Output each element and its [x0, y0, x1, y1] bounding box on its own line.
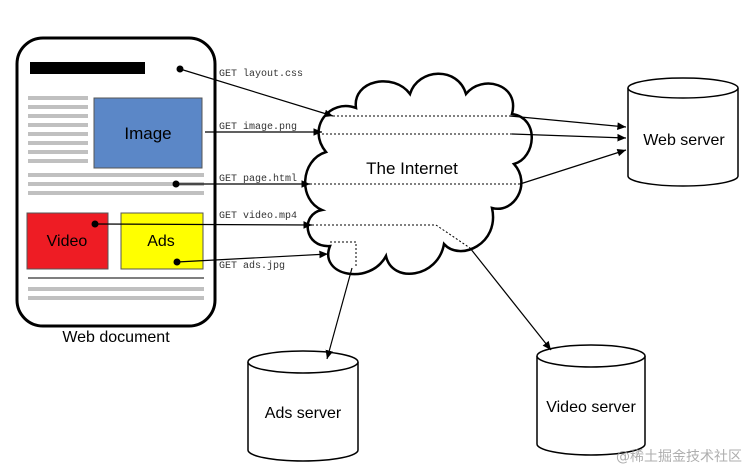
arrow-to-ads	[325, 267, 353, 360]
video-server-top	[536, 344, 646, 368]
route-video	[312, 224, 471, 249]
cloud-label: The Internet	[366, 159, 458, 178]
web-server-body	[627, 88, 739, 187]
arrow-to-web-3	[519, 148, 627, 185]
arrow-video-mp4	[94, 221, 313, 229]
server-arrows	[325, 115, 627, 360]
watermark-text: @稀土掘金技术社区	[616, 449, 742, 465]
request-arrows	[94, 68, 334, 263]
web-server: Web server	[627, 77, 739, 187]
ads-label: Ads	[147, 233, 175, 250]
arrow-to-web-2	[511, 133, 627, 142]
arrow-layout-css	[179, 68, 334, 118]
text-lines	[28, 96, 204, 300]
request-label-image: GET image.png	[219, 121, 297, 133]
internet-cloud: The Internet	[304, 72, 533, 276]
image-block	[93, 97, 203, 169]
document-title-bar	[30, 62, 145, 74]
arrow-to-web-1	[509, 115, 627, 131]
request-label-page: GET page.html	[219, 173, 297, 185]
video-server-label: Video server	[546, 399, 636, 416]
document-caption: Web document	[62, 329, 170, 346]
arrow-to-video	[469, 247, 552, 351]
web-server-label: Web server	[643, 132, 725, 149]
request-label-video: GET video.mp4	[219, 210, 297, 222]
ads-server-top	[247, 350, 359, 374]
web-document: Image Video Ads Web document	[15, 36, 217, 346]
arrow-ads-jpg	[176, 250, 329, 263]
cloud-shape	[304, 72, 533, 276]
ads-server: Ads server	[247, 350, 359, 462]
request-label-layout: GET layout.css	[219, 68, 303, 80]
video-label: Video	[47, 233, 88, 250]
ads-block	[120, 212, 204, 270]
image-label: Image	[124, 124, 171, 143]
video-server-body	[536, 356, 646, 456]
video-server: Video server	[536, 344, 646, 456]
route-ads	[330, 241, 357, 268]
ads-server-label: Ads server	[265, 405, 342, 422]
cloud-routes	[310, 115, 520, 268]
web-server-top	[627, 77, 739, 99]
ads-server-body	[247, 362, 359, 462]
request-labels: GET layout.css GET image.png GET page.ht…	[219, 68, 303, 272]
request-label-ads: GET ads.jpg	[219, 260, 285, 272]
